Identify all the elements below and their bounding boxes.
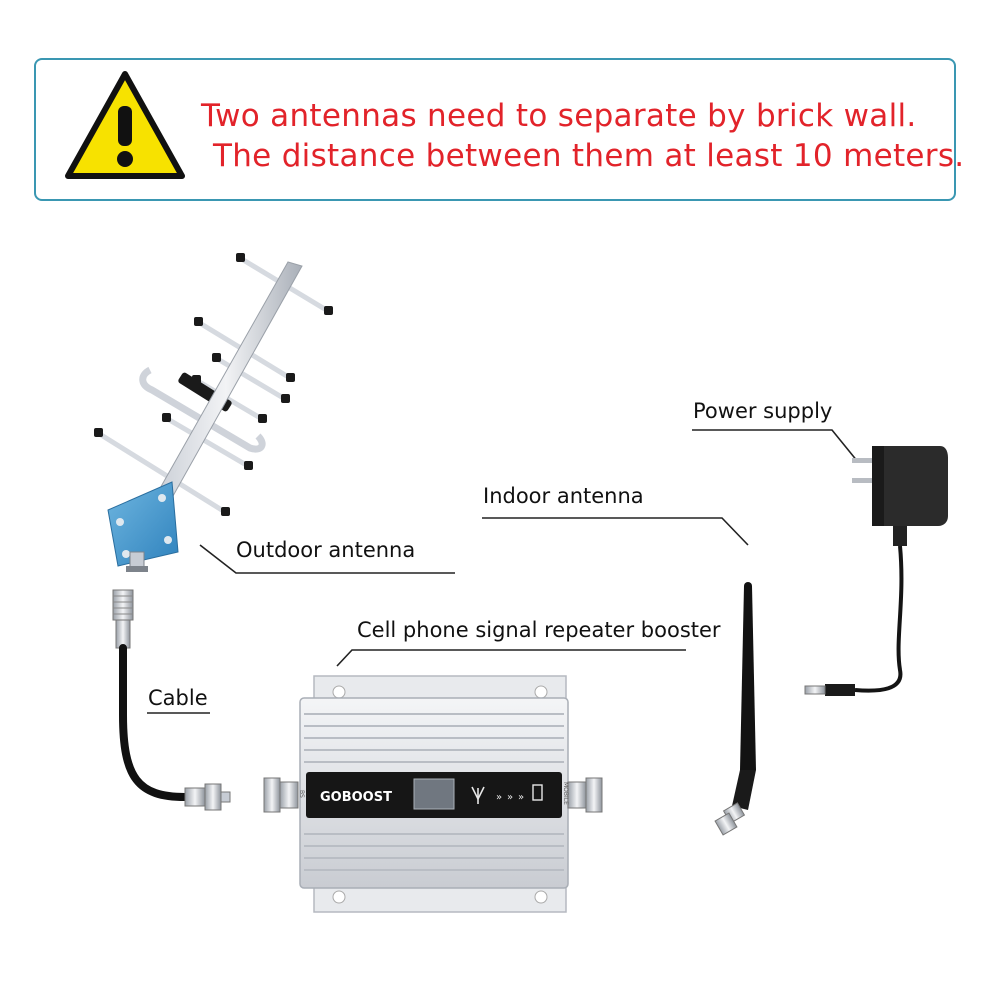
booster-device-icon: » » » bbox=[263, 675, 603, 913]
omni-antenna-icon bbox=[714, 582, 756, 836]
svg-text:»: » bbox=[496, 792, 502, 803]
booster-brand-label: GOBOOST bbox=[320, 790, 392, 805]
warning-text-line-1: Two antennas need to separate by brick w… bbox=[201, 98, 917, 134]
label-power-supply: Power supply bbox=[693, 399, 833, 423]
booster-port-left-label: BS bbox=[298, 790, 305, 798]
yagi-antenna-icon bbox=[94, 253, 333, 572]
warning-banner: Two antennas need to separate by brick w… bbox=[34, 58, 964, 201]
svg-text:»: » bbox=[518, 792, 524, 803]
coax-cable-icon bbox=[112, 589, 231, 811]
svg-text:»: » bbox=[507, 792, 513, 803]
label-cable: Cable bbox=[148, 686, 208, 710]
warning-triangle-icon bbox=[65, 71, 185, 179]
label-indoor-antenna: Indoor antenna bbox=[483, 484, 644, 508]
power-adapter-icon bbox=[804, 446, 948, 696]
warning-text-line-2: The distance between them at least 10 me… bbox=[213, 138, 965, 174]
pointer-lines bbox=[147, 429, 859, 714]
label-booster: Cell phone signal repeater booster bbox=[357, 618, 721, 642]
booster-port-right-label: MOBILE bbox=[562, 782, 569, 805]
label-outdoor-antenna: Outdoor antenna bbox=[236, 538, 416, 562]
